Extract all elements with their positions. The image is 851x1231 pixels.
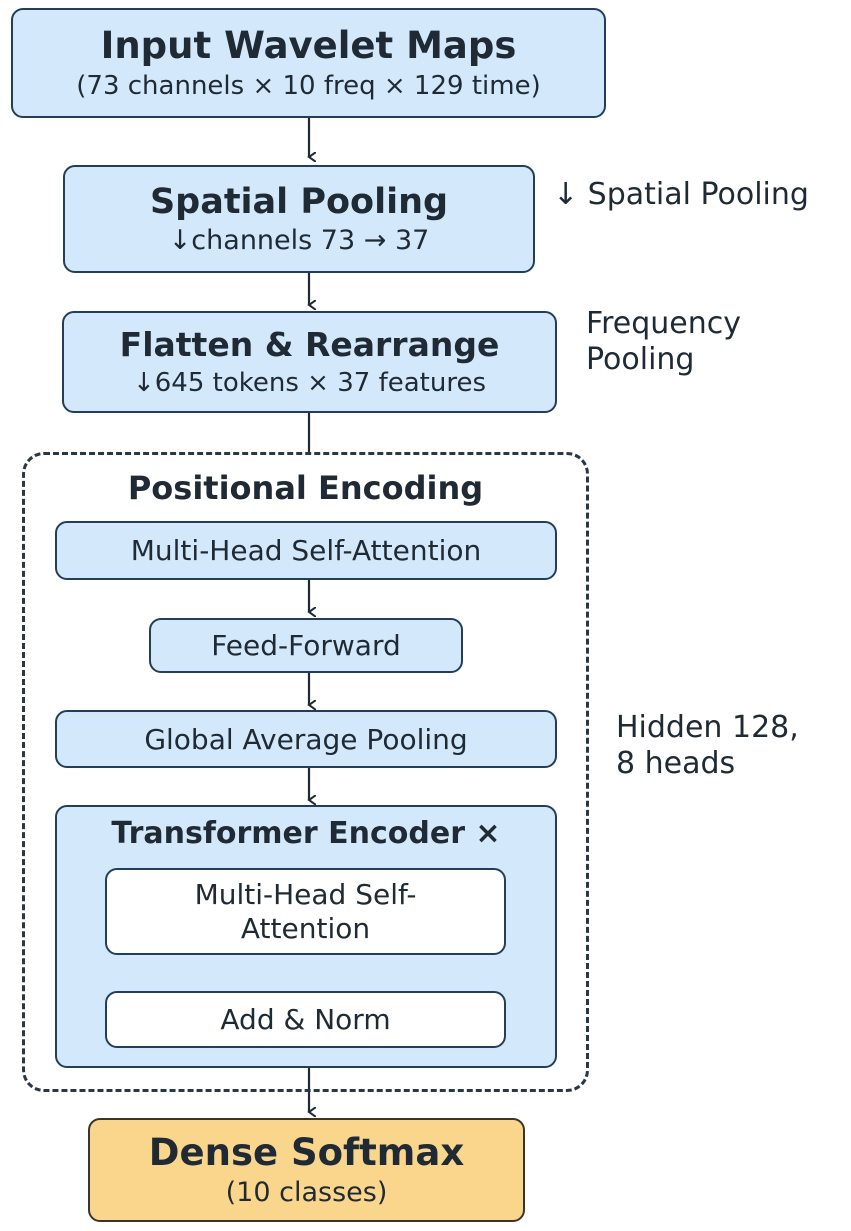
flatten-subtitle: ↓645 tokens × 37 features <box>132 368 486 398</box>
spatial-subtitle: ↓channels 73 → 37 <box>168 225 430 256</box>
spatial-pooling-note: ↓ Spatial Pooling <box>553 177 809 212</box>
input-wavelet-maps-box: Input Wavelet Maps (73 channels × 10 fre… <box>11 8 606 118</box>
add-norm-label: Add & Norm <box>220 1003 391 1036</box>
mhsa-label: Multi-Head Self-Attention <box>130 534 482 567</box>
output-subtitle: (10 classes) <box>225 1177 388 1208</box>
encoder-group-dashed-border <box>22 452 589 1092</box>
add-norm-box: Add & Norm <box>105 991 506 1048</box>
flatten-rearrange-box: Flatten & Rearrange ↓645 tokens × 37 fea… <box>62 311 557 413</box>
transformer-mhsa-line1: Multi-Head Self- <box>194 877 417 911</box>
multi-head-self-attention-box: Multi-Head Self-Attention <box>55 521 557 580</box>
feed-forward-label: Feed-Forward <box>211 629 401 662</box>
transformer-mhsa-line2: Attention <box>240 911 371 945</box>
hidden-size-note-line2: 8 heads <box>616 746 736 781</box>
input-subtitle: (73 channels × 10 freq × 129 time) <box>76 71 541 101</box>
frequency-pooling-note-line1: Frequency <box>586 306 741 341</box>
hidden-size-note-line1: Hidden 128, <box>616 710 799 745</box>
transformer-mhsa-box: Multi-Head Self- Attention <box>105 868 506 955</box>
flatten-title: Flatten & Rearrange <box>119 325 500 364</box>
output-title: Dense Softmax <box>148 1131 465 1174</box>
gap-label: Global Average Pooling <box>144 722 468 756</box>
spatial-pooling-box: Spatial Pooling ↓channels 73 → 37 <box>63 165 535 273</box>
positional-encoding-heading: Positional Encoding <box>127 469 484 507</box>
global-average-pooling-box: Global Average Pooling <box>55 710 557 768</box>
feed-forward-box: Feed-Forward <box>149 618 463 673</box>
frequency-pooling-note-line2: Pooling <box>586 342 695 377</box>
spatial-title: Spatial Pooling <box>149 182 449 222</box>
input-title: Input Wavelet Maps <box>100 24 517 67</box>
dense-softmax-box: Dense Softmax (10 classes) <box>88 1118 525 1222</box>
transformer-encoder-title: Transformer Encoder × <box>111 816 501 851</box>
